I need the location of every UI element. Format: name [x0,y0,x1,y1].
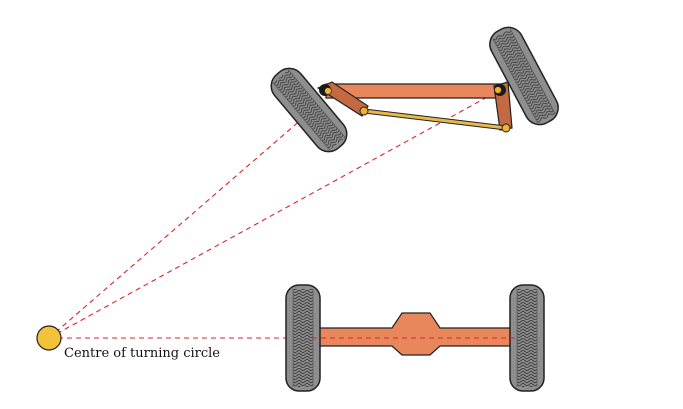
rear-axle-housing [311,312,517,356]
guide-line-left-wheel [48,111,311,339]
right-tie-rod-joint [501,123,511,133]
right-kingpin-cap [494,86,502,94]
guide-line-right-wheel [48,89,501,339]
centre-label: Centre of turning circle [64,346,220,361]
rear-left-tire [285,284,321,392]
front-axle-assembly [316,81,513,133]
left-kingpin-cap [324,87,332,95]
rear-axle-assembly [311,312,517,356]
turning-centre-marker [36,325,62,351]
front-left-tire [270,67,348,153]
front-right-tire [489,26,559,126]
tie-rod-fill [362,109,508,130]
left-tie-rod-joint [359,106,369,116]
rear-right-tire [509,284,545,392]
